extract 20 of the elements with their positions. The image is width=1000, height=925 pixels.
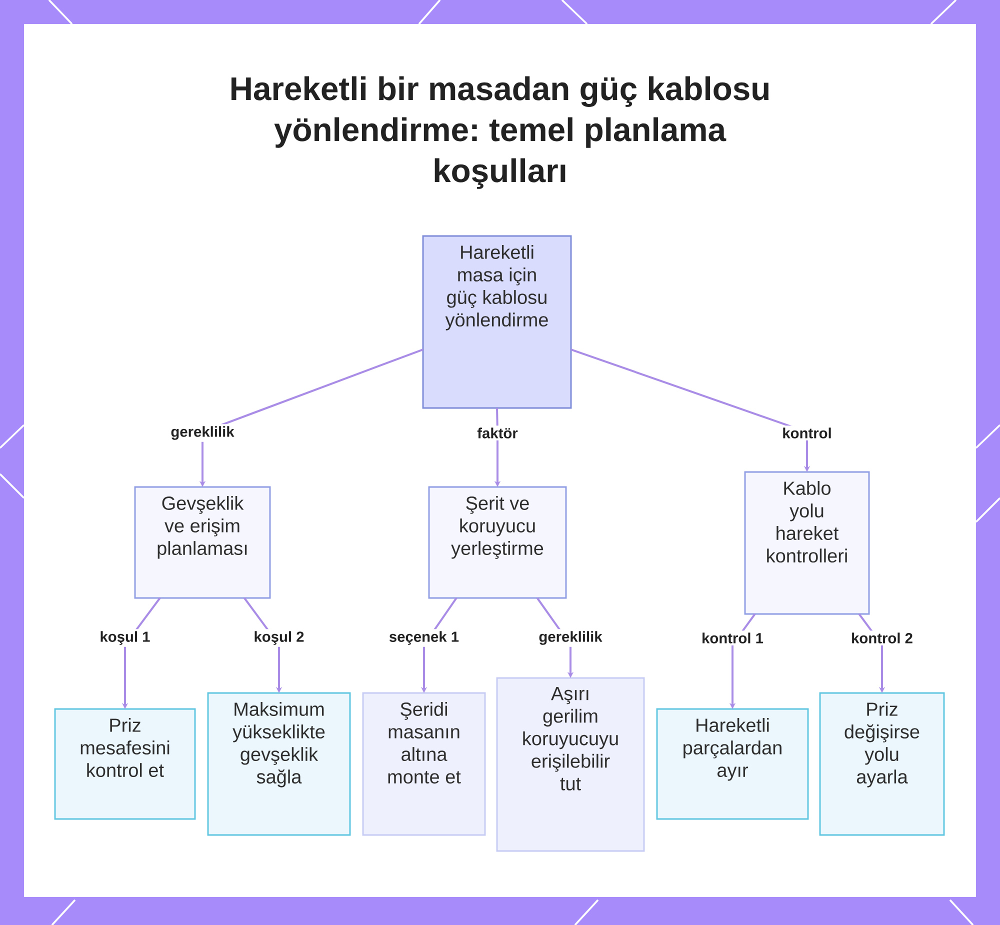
edge-label: kontrol (780, 426, 834, 440)
task-box: Aşırı gerilim koruyucuyu erişilebilir tut (496, 677, 645, 852)
task-box: Hareketli parçalardan ayır (656, 708, 809, 820)
edge-label: seçenek 1 (386, 629, 462, 647)
edge-label: faktör (475, 426, 520, 440)
subtopic-box: Kablo yolu hareket kontrolleri (744, 471, 870, 615)
task-box: Şeridi masanın altına monte et (362, 692, 486, 836)
subtopic-box: Gevşeklik ve erişim planlaması (134, 486, 271, 599)
edge-label: gereklilik (168, 424, 236, 442)
task-box: Priz değişirse yolu ayarla (819, 692, 945, 836)
task-box: Maksimum yükseklikte gevşeklik sağla (207, 692, 351, 836)
topic-box: Hareketli masa için güç kablosu yönlendirme (422, 235, 572, 409)
subtopic-box: Şerit ve koruyucu yerleştirme (428, 486, 567, 599)
edge-label: koşul 2 (252, 629, 306, 647)
edge-label: koşul 1 (98, 629, 152, 647)
edge-label: kontrol 1 (700, 630, 766, 646)
edge-label: gereklilik (536, 629, 604, 647)
title: Hareketli bir masadan güç kablosu yönlendirme: temel planlama koşulları (232, 76, 768, 189)
edge-label: kontrol 2 (849, 630, 915, 646)
task-box: Priz mesafesini kontrol et (54, 708, 196, 820)
